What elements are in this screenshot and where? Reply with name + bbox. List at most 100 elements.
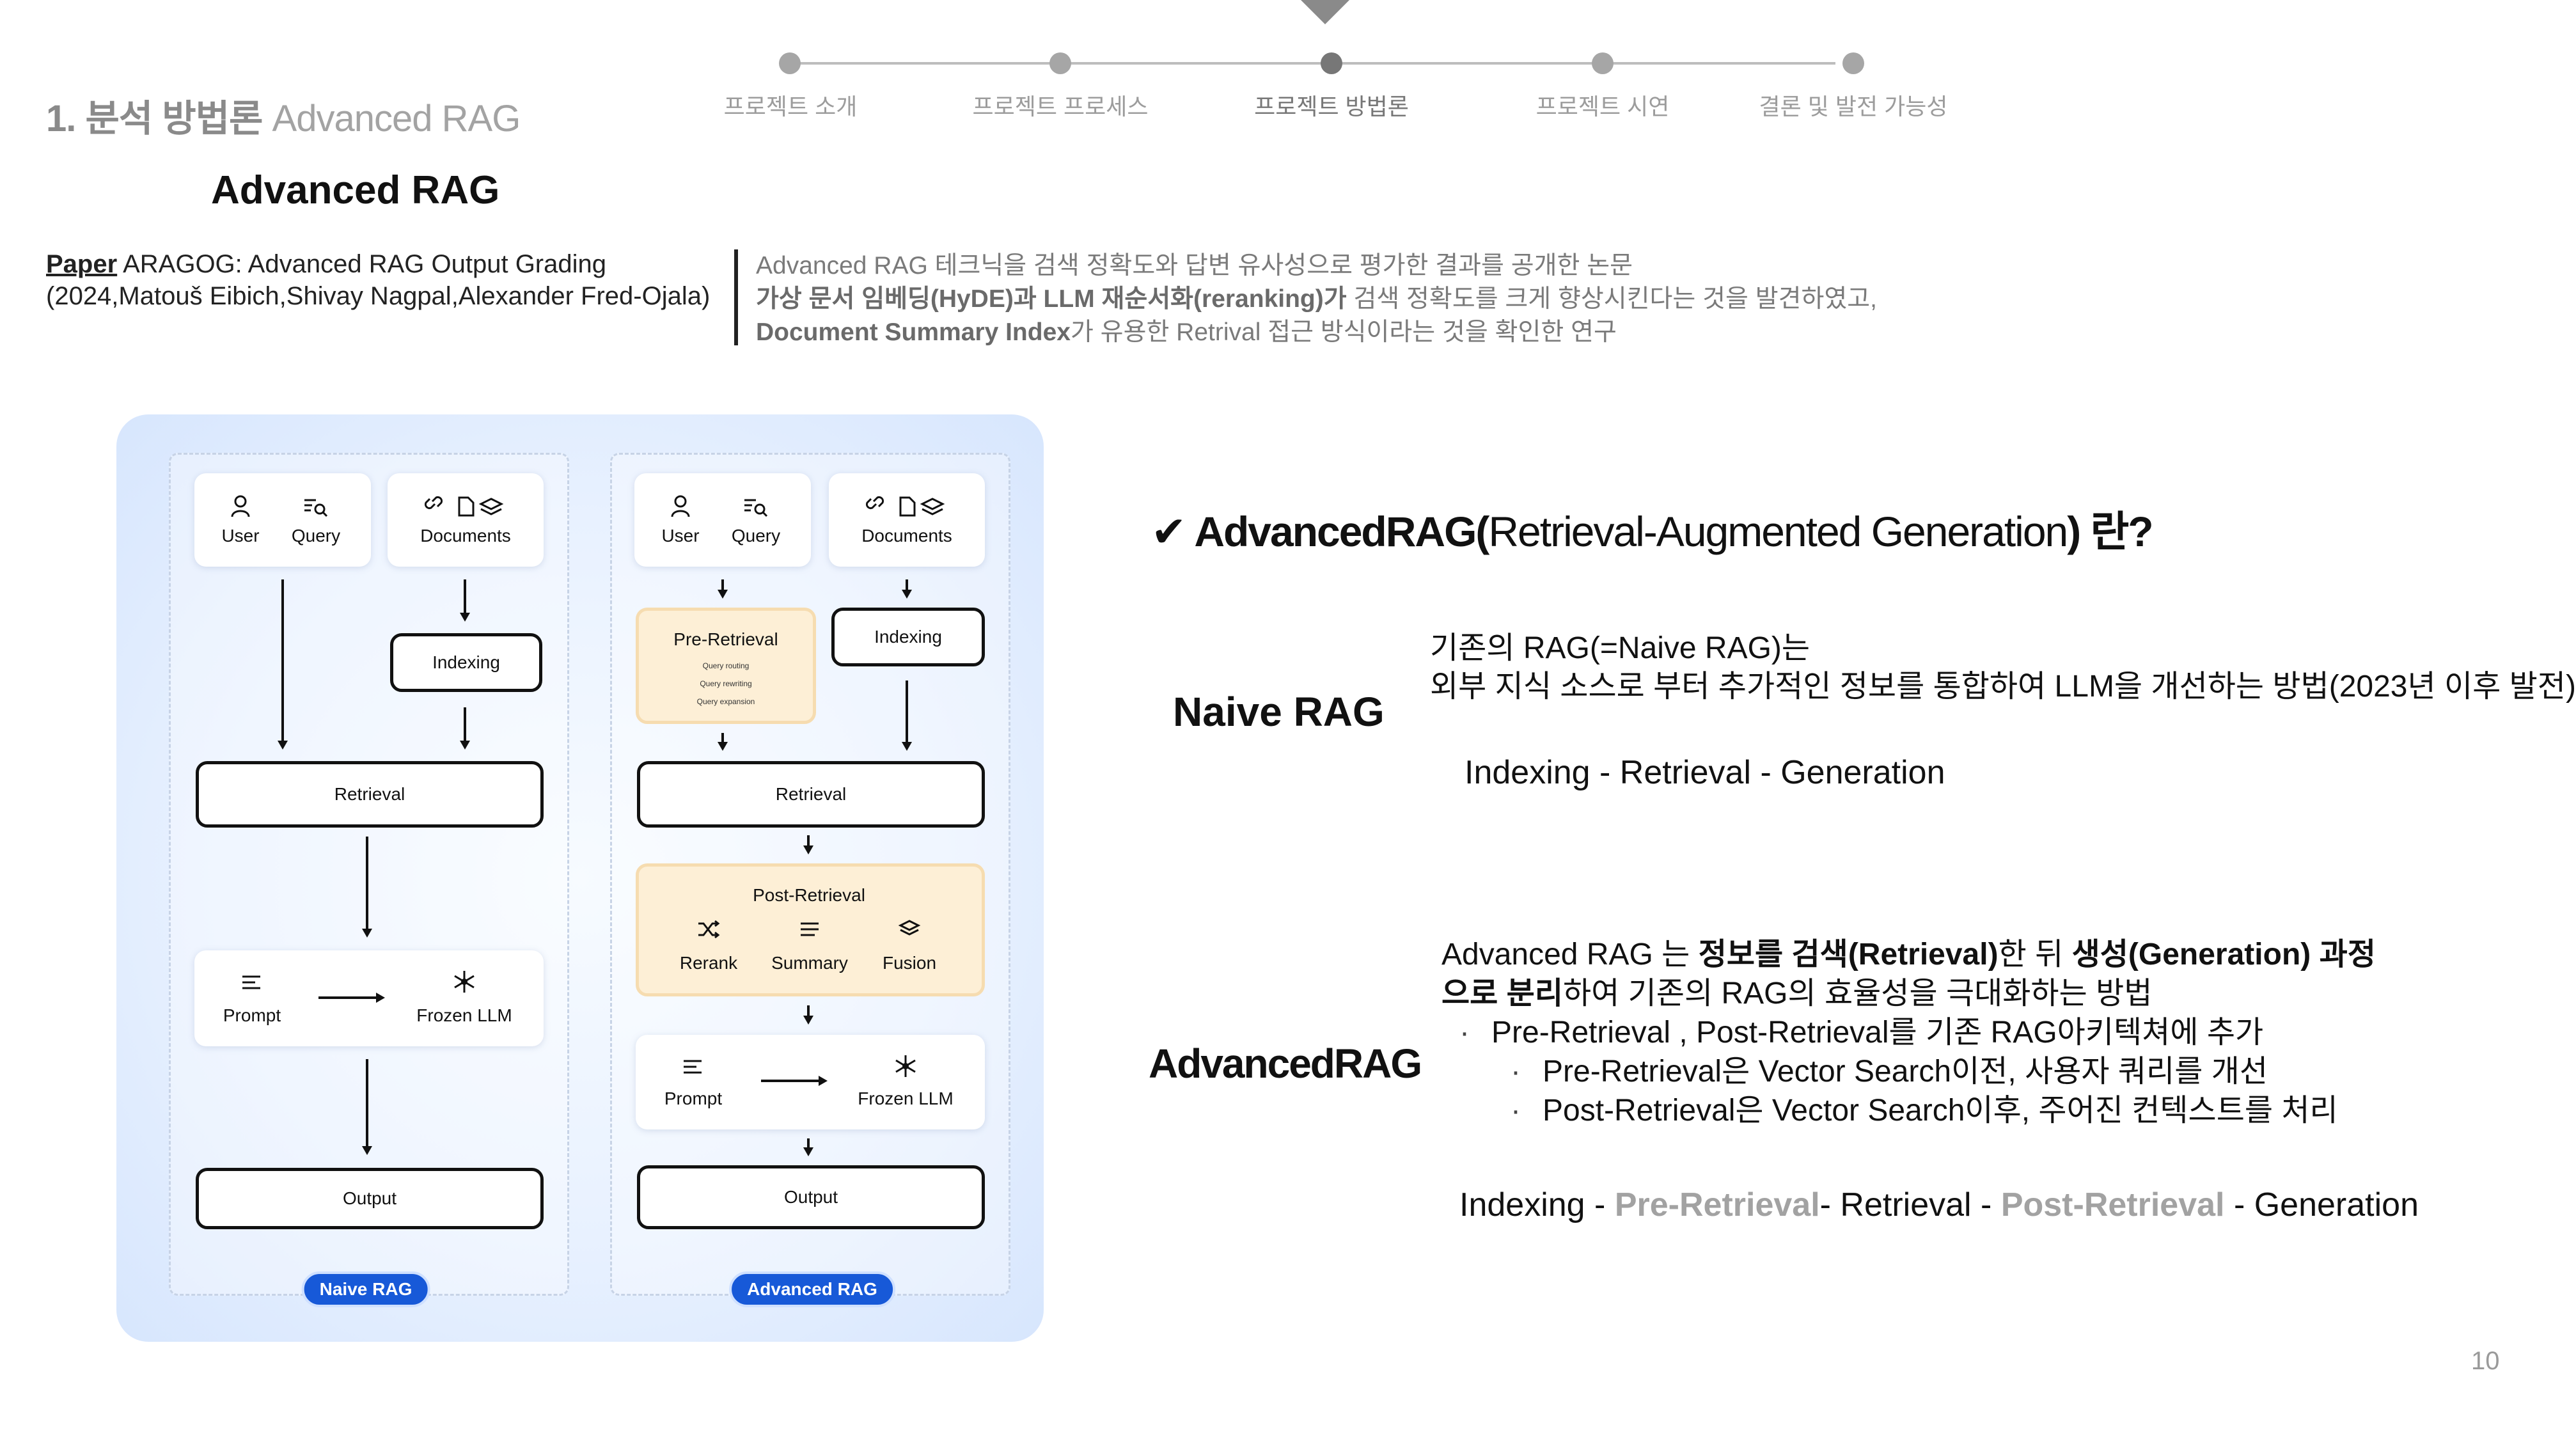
pipe-part-e: - Generation	[2224, 1186, 2419, 1223]
summary-lines-icon	[801, 922, 819, 936]
adv-user-label: User	[661, 526, 700, 546]
naive-rag-badge: Naive RAG	[301, 1271, 430, 1307]
paper-tag: Paper	[46, 250, 118, 278]
nav-dot-process[interactable]	[1049, 52, 1071, 74]
naive-desc-line-2: 외부 지식 소스로 부터 추가적인 정보를 통합하여 LLM을 개선하는 방법(…	[1430, 670, 2576, 704]
connector	[721, 733, 724, 744]
adv-frozen-llm-label: Frozen LLM	[858, 1089, 954, 1108]
connector	[721, 579, 724, 591]
pre-retrieval-label: Pre-Retrieval	[673, 629, 778, 649]
page-number: 10	[2471, 1347, 2500, 1375]
naive-rag-label: Naive RAG	[1173, 689, 1385, 735]
nav-dot-demo[interactable]	[1592, 52, 1614, 74]
pipe-part-c: - Retrieval -	[1819, 1186, 2001, 1223]
arrow-down-icon	[902, 590, 912, 599]
naive-desc-line-1: 기존의 RAG(=Naive RAG)는	[1430, 631, 1810, 665]
pipe-pre-retrieval: Pre-Retrieval	[1614, 1186, 1820, 1223]
naive-pipeline: Indexing - Retrieval - Generation	[1465, 754, 1945, 791]
arrow-right-icon	[819, 1076, 828, 1086]
adv-user-query-card	[634, 473, 811, 567]
connector	[807, 1005, 810, 1018]
bullet-item: ·Post-Retrieval은 Vector Search이후, 주어진 컨텍…	[1441, 1091, 2439, 1130]
nav-label-process[interactable]: 프로젝트 프로세스	[972, 93, 1149, 120]
nav-dot-conclusion[interactable]	[1842, 52, 1864, 74]
arrow-down-icon	[460, 741, 470, 750]
bullet-dot-icon: ·	[1459, 1016, 1470, 1050]
adv-prompt-label: Prompt	[664, 1089, 723, 1108]
adv-prompt-llm-card	[636, 1035, 985, 1129]
adv-query-label: Query	[731, 526, 781, 546]
arrow-down-icon	[278, 741, 288, 750]
paper-authors: (2024,Matouš Eibich,Shivay Nagpal,Alexan…	[46, 282, 711, 310]
pre-item-query-rewriting: Query rewriting	[700, 679, 752, 688]
query-icon	[304, 499, 328, 517]
nav-label-method[interactable]: 프로젝트 방법론	[1254, 93, 1409, 120]
adv-output-box: Output	[637, 1165, 985, 1229]
naive-documents-label: Documents	[420, 526, 511, 546]
arrow-down-icon	[718, 742, 728, 751]
connector	[464, 707, 466, 743]
section-number: 1.	[46, 98, 76, 139]
naive-query-label: Query	[291, 526, 341, 546]
fusion-layers-icon	[898, 920, 921, 936]
naive-rag-panel	[169, 453, 569, 1296]
fusion-label: Fusion	[882, 953, 937, 973]
naive-indexing-box: Indexing	[390, 633, 542, 692]
question-light: Retrieval-Augmented Generation	[1488, 508, 2068, 555]
summary-line-3: 가 유용한 Retrival 접근 방식이라는 것을 확인한 연구	[1070, 318, 1617, 346]
naive-frozen-llm-label: Frozen LLM	[416, 1005, 512, 1025]
adv-documents-card	[829, 473, 985, 567]
arrow-down-icon	[803, 845, 813, 854]
query-icon	[744, 499, 768, 517]
paper-title: ARAGOG: Advanced RAG Output Grading	[123, 250, 606, 278]
section-name: 분석 방법론	[85, 98, 263, 139]
adv-retrieval-box: Retrieval	[637, 761, 985, 828]
bullet-item: ·Pre-Retrieval은 Vector Search이전, 사용자 쿼리를…	[1441, 1052, 2439, 1091]
pipe-part-a: Indexing -	[1459, 1186, 1615, 1223]
naive-user-label: User	[221, 526, 260, 546]
adv-desc-bold-1: 정보를 검색(Retrieval)	[1698, 938, 1999, 971]
summary-line-1: Advanced RAG 테크닉을 검색 정확도와 답변 유사성으로 평가한 결…	[756, 252, 1633, 279]
summary-label: Summary	[771, 953, 848, 973]
prompt-icon	[684, 1060, 702, 1074]
naive-rag-description: 기존의 RAG(=Naive RAG)는 외부 지식 소스로 부터 추가적인 정…	[1430, 629, 2576, 706]
nav-label-demo[interactable]: 프로젝트 시연	[1535, 93, 1670, 120]
nav-current-pointer	[1301, 0, 1349, 24]
naive-output-box: Output	[196, 1168, 544, 1229]
section-subtitle: Advanced RAG	[272, 98, 521, 139]
bullet-2-text: Pre-Retrieval은 Vector Search이전, 사용자 쿼리를 …	[1543, 1055, 2268, 1089]
arrow-down-icon	[362, 929, 372, 938]
nav-label-conclusion[interactable]: 결론 및 발전 가능성	[1759, 93, 1948, 120]
arrow-down-icon	[902, 742, 912, 751]
adv-documents-label: Documents	[861, 526, 952, 546]
summary-divider	[734, 249, 738, 345]
nav-dot-method[interactable]	[1321, 52, 1342, 74]
rerank-label: Rerank	[679, 953, 738, 973]
nav-label-intro[interactable]: 프로젝트 소개	[723, 93, 858, 120]
connector	[366, 837, 368, 931]
bullet-dot-icon: ·	[1511, 1094, 1521, 1128]
arrow-down-icon	[460, 613, 470, 622]
bullet-1-text: Pre-Retrieval , Post-Retrieval를 기존 RAG아키…	[1491, 1016, 2264, 1050]
paper-summary: Advanced RAG 테크닉을 검색 정확도와 답변 유사성으로 평가한 결…	[756, 249, 1907, 349]
nav-dot-intro[interactable]	[779, 52, 801, 74]
adv-desc-part-2: 한 뒤	[1998, 938, 2072, 971]
connector	[906, 579, 908, 591]
summary-line-2: 검색 정확도를 크게 향상시킨다는 것을 발견하였고,	[1346, 285, 1877, 313]
question-bold-2: ) 란?	[2067, 508, 2153, 555]
pre-retrieval-box	[636, 608, 816, 724]
adv-desc-bold-3: 으로 분리	[1441, 977, 1563, 1010]
adv-desc-bold-2: 생성(Generation) 과정	[2071, 938, 2376, 971]
summary-line-3-bold: Document Summary Index	[756, 318, 1071, 346]
summary-line-2-bold: 가상 문서 임베딩(HyDE)과 LLM 재순서화(reranking)가	[756, 285, 1347, 313]
snowflake-icon	[454, 971, 475, 993]
snowflake-icon	[895, 1055, 916, 1077]
connector	[906, 680, 908, 744]
connector	[366, 1059, 368, 1149]
question-bold-1: AdvancedRAG(	[1194, 508, 1489, 555]
nav-progress-line	[785, 62, 1835, 65]
checkmark-icon: ✔	[1151, 508, 1186, 555]
connector	[318, 996, 377, 999]
connector	[807, 1138, 810, 1150]
advanced-pipeline: Indexing - Pre-Retrieval- Retrieval - Po…	[1459, 1186, 2419, 1224]
